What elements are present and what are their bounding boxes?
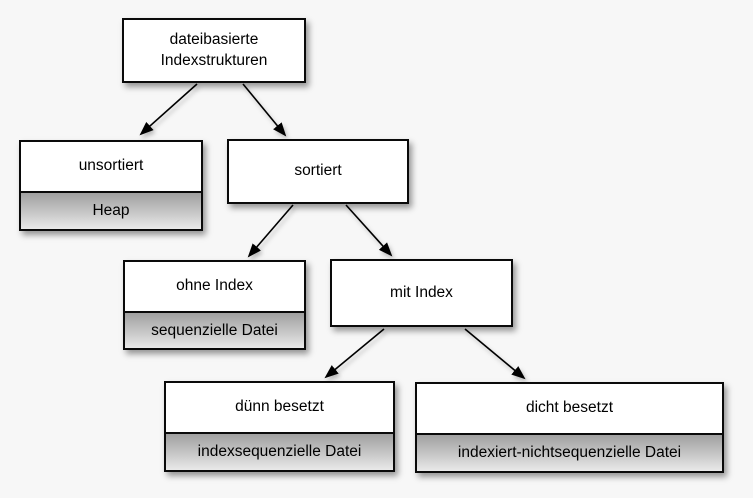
node-unsortiert-label: unsortiert [21, 142, 201, 191]
node-ohne-index: ohne Index sequenzielle Datei [123, 260, 306, 350]
connector-sortiert-mit-index [345, 204, 393, 257]
node-dicht-besetzt-label: dicht besetzt [417, 384, 722, 433]
node-ohne-index-label: ohne Index [125, 262, 304, 311]
connector-sortiert-ohne-index [247, 204, 294, 258]
node-duenn-besetzt-sublabel: indexsequenzielle Datei [166, 432, 393, 470]
node-unsortiert: unsortiert Heap [19, 140, 203, 231]
connector-root-unsortiert [139, 83, 198, 136]
node-sortiert: sortiert [227, 139, 409, 204]
node-ohne-index-sublabel: sequenzielle Datei [125, 311, 304, 348]
node-mit-index-label: mit Index [332, 261, 511, 325]
node-dicht-besetzt: dicht besetzt indexiert-nichtsequenziell… [415, 382, 724, 473]
node-root-label: dateibasierte Indexstrukturen [124, 20, 304, 81]
node-mit-index: mit Index [330, 259, 513, 327]
node-dicht-besetzt-sublabel: indexiert-nichtsequenzielle Datei [417, 433, 722, 471]
node-unsortiert-sublabel: Heap [21, 191, 201, 229]
connector-mit-index-dicht [464, 328, 526, 380]
connector-mit-index-duenn [324, 328, 385, 379]
node-duenn-besetzt: dünn besetzt indexsequenzielle Datei [164, 381, 395, 472]
node-sortiert-label: sortiert [229, 141, 407, 202]
node-duenn-besetzt-label: dünn besetzt [166, 383, 393, 432]
connector-root-sortiert [242, 83, 287, 137]
node-root: dateibasierte Indexstrukturen [122, 18, 306, 83]
